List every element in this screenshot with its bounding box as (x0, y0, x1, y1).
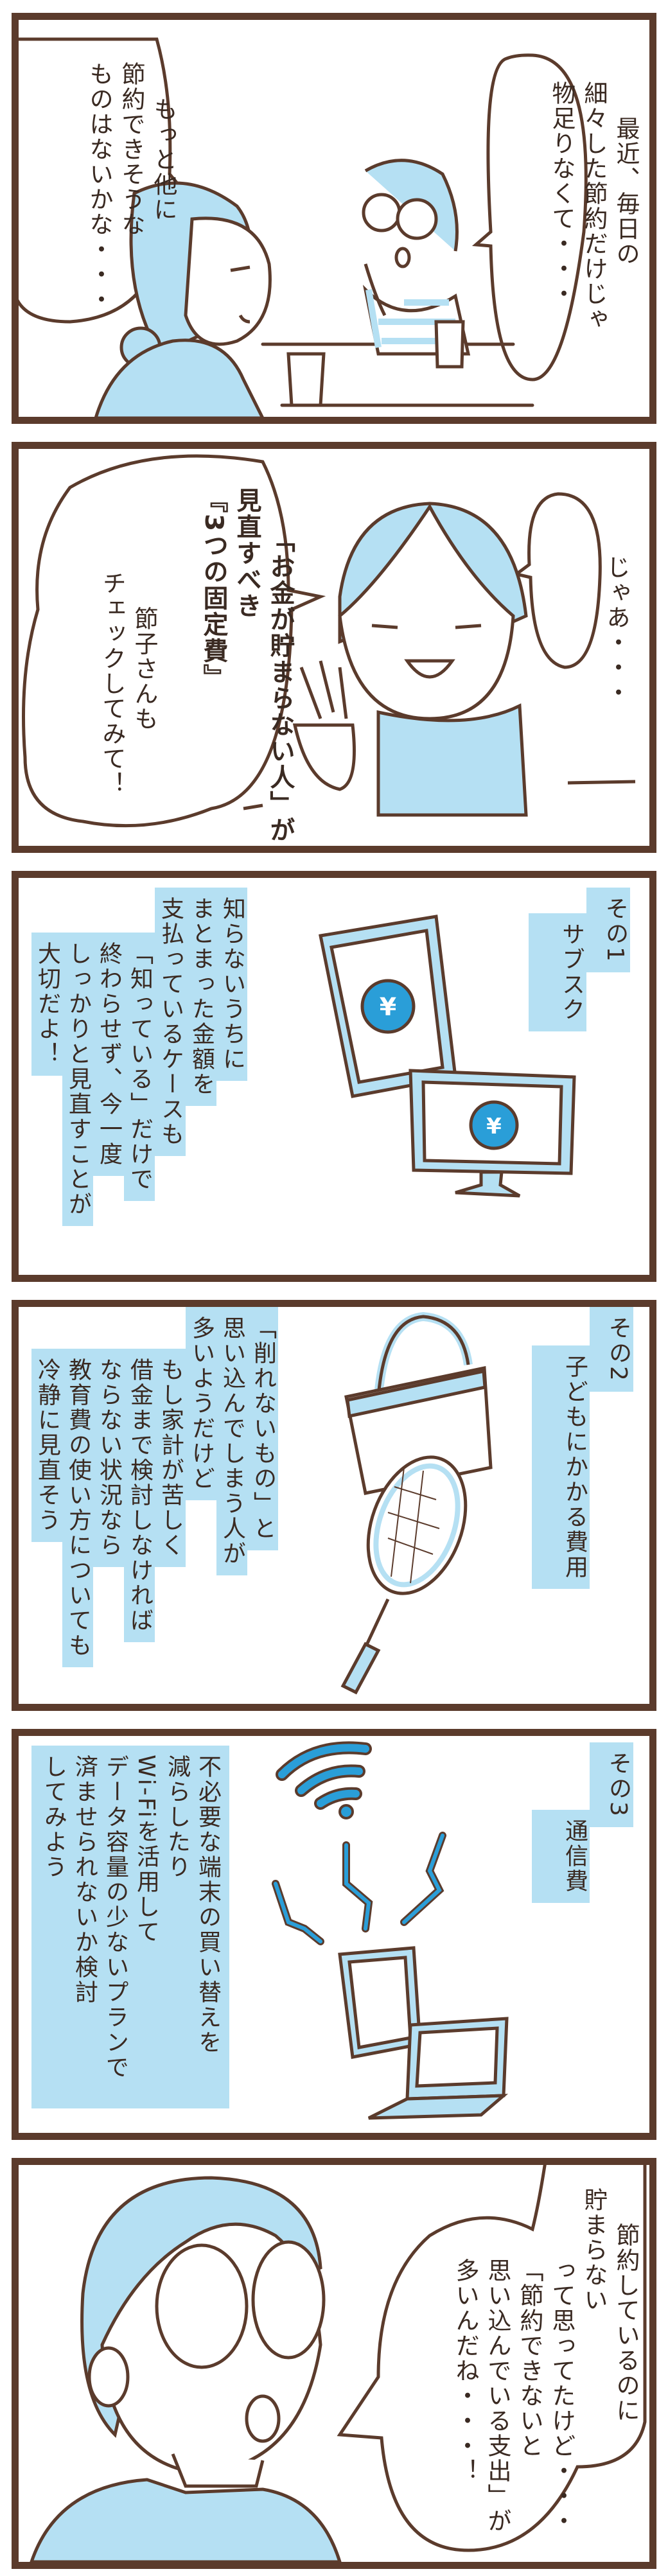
three-fixed-costs-heading: 「お金が貯まらない人」が 見直すべき 『3つの固定費』 (199, 487, 295, 844)
yen-icon (469, 1100, 519, 1150)
friend-speech-text: じゃあ・・・ (602, 555, 630, 706)
label-block: その2 子どもにかかる費用 (532, 1307, 633, 1589)
panel6-illustration (30, 2165, 647, 2562)
speech-bubble (337, 2165, 647, 2552)
body-line: 借金まで検討しなければ (124, 1349, 155, 1642)
body-line: 冷静に見直そう (31, 1349, 62, 1542)
item-number-label: その1 (586, 888, 630, 972)
bubble-line: 「節約できないと (516, 2258, 543, 2458)
panel5-illustration (272, 1741, 509, 2120)
right-speech-bubble (513, 492, 602, 669)
body-line: 教育費の使い方についても (62, 1349, 93, 1667)
friend-smiling-character (243, 502, 636, 817)
bubble-line: 思い込んでいる支出」が (484, 2258, 511, 2534)
comic-panel-4: その2 子どもにかかる費用 「削れないもの」と 思い込んでしまう人が 多いようだ… (12, 1300, 656, 1711)
tote-bag (344, 1311, 493, 1495)
wifi-icon (276, 1741, 372, 1819)
svg-text:¥: ¥ (380, 993, 396, 1021)
body-line: もし家計が苦しく (155, 1349, 186, 1567)
body-line: 多いようだけど (186, 1307, 216, 1500)
thought-cloud-bubble (22, 454, 326, 828)
comic-panel-6: 節約しているのに 貯まらない って思ってたけど・・・ 「節約できないと 思い込ん… (12, 2158, 656, 2569)
body-line: 済ませられないか検討 (69, 1746, 100, 2014)
body-line: 大切だよ！ (31, 933, 62, 1076)
monitor-device: ¥ (409, 1069, 576, 1198)
drinking-glass (286, 320, 465, 407)
body-line: 減らしたり (161, 1746, 192, 1889)
item-title-label: 通信費 (532, 1810, 590, 1903)
panel1-illustration (19, 37, 588, 417)
comic-panel-3: ¥ ¥ その1 サブスク 知らないうちに まとまった金額を 支払っているケースも… (12, 871, 656, 1282)
panel4-illustration (340, 1311, 493, 1695)
comic-panel-5: その3 通信費 不必要な端末の買い替えを 減らしたり Wi-Fiを活用して デー… (12, 1729, 656, 2140)
bubble-line: 多いんだね・・・！ (452, 2258, 479, 2484)
body-line: 「削れないもの」と (247, 1307, 278, 1550)
main-character (94, 181, 272, 417)
label-block: その3 通信費 (532, 1742, 633, 1903)
panel2-illustration (22, 454, 636, 828)
body-line: まとまった金額を (186, 888, 216, 1106)
body-line: データ容量の少ないプランで (100, 1746, 130, 2089)
yen-icon (360, 979, 416, 1034)
comic-panel-1: 最近、毎日の 細々した節約だけじゃ 物足りなくて・・・ もっと他に 節約できそう… (12, 13, 656, 424)
body-line: 不必要な端末の買い替えを (192, 1746, 223, 2064)
explanation-text-block: 不必要な端末の買い替えを 減らしたり Wi-Fiを活用して データ容量の少ないプ… (31, 1746, 229, 2108)
tennis-racket (340, 1455, 468, 1695)
bubble-line: って思ってたけど・・・ (548, 2258, 576, 2534)
item-title-label: サブスク (529, 913, 586, 1031)
body-line: ならない状況なら (93, 1349, 124, 1567)
body-line: してみよう (38, 1746, 69, 1889)
panel3-illustration: ¥ ¥ (319, 915, 576, 1198)
item-number-label: その2 (590, 1307, 633, 1392)
svg-text:¥: ¥ (486, 1114, 502, 1139)
body-line: 支払っているケースも (155, 888, 186, 1156)
friend-speech-text: 最近、毎日の 細々した節約だけじゃ 物足りなくて・・・ (548, 81, 640, 331)
laptop-device (367, 2017, 509, 2120)
tablet-device: ¥ (319, 915, 457, 1098)
frustration-lines (272, 1832, 446, 1945)
comic-panel-2: じゃあ・・・ 「お金が貯まらない人」が 見直すべき 『3つの固定費』 節子さんも… (12, 442, 656, 853)
body-line: 終わらせず、今一度 (93, 933, 124, 1176)
body-line: 知らないうちに (216, 888, 247, 1081)
body-line: しっかりと見直すことが (62, 933, 93, 1226)
smartphone-device (338, 1946, 422, 2059)
friend-character (362, 159, 471, 356)
body-line: 「知っている」だけで (124, 933, 155, 1201)
main-speech-text: もっと他に 節約できそうな ものはないかな・・・ (85, 62, 177, 312)
item-title-label: 子どもにかかる費用 (532, 1345, 590, 1589)
realization-speech-text: 節約しているのに 貯まらない って思ってたけど・・・ 「節約できないと 思い込ん… (417, 2187, 649, 2534)
right-speech-bubble (471, 53, 588, 381)
body-line: Wi-Fiを活用して (130, 1746, 161, 1954)
label-block: その1 サブスク (529, 888, 630, 1031)
main-character-surprised (30, 2176, 342, 2562)
body-line: 思い込んでしまう人が (216, 1307, 247, 1575)
check-it-out-text: 節子さんも チェックしてみて！ (98, 571, 158, 796)
item-number-label: その3 (590, 1742, 633, 1827)
explanation-text-block: 「削れないもの」と 思い込んでしまう人が 多いようだけど もし家計が苦しく 借金… (31, 1307, 278, 1667)
explanation-text-block: 知らないうちに まとまった金額を 支払っているケースも 「知っている」だけで 終… (31, 888, 247, 1226)
